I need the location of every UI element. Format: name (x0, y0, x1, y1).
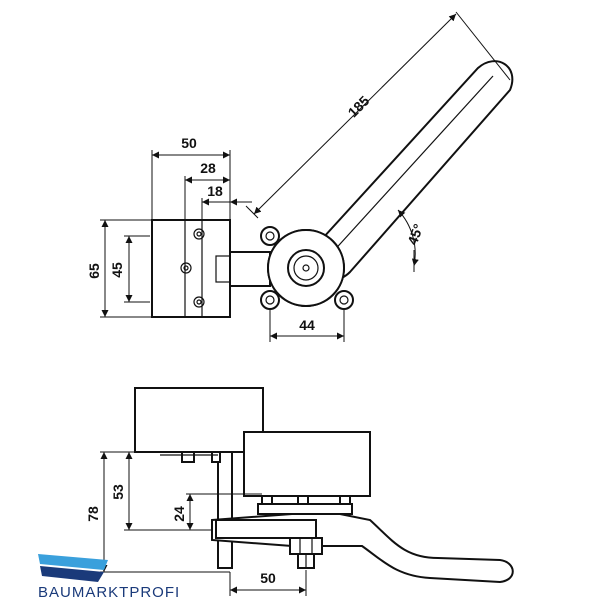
dim-height-small-side: 24 (171, 493, 262, 531)
dim-arm-length-label: 185 (345, 92, 373, 120)
side-flange (257, 503, 353, 515)
screws (261, 495, 351, 505)
dim-width-mid: 28 (184, 160, 230, 220)
dim-height-total-label: 65 (86, 263, 102, 279)
dim-width-total: 50 (151, 135, 231, 220)
dim-height-holes-label: 45 (109, 262, 125, 278)
brand-logo: BAUMARKTPROFI (38, 554, 180, 600)
mounting-plate (151, 219, 231, 318)
dim-width-small: 18 (201, 183, 252, 220)
dim-width-small-label: 18 (207, 183, 223, 199)
dim-height-total-side: 78 (85, 451, 230, 573)
side-lever (211, 513, 514, 584)
dim-offset-side-label: 50 (260, 570, 276, 586)
logo-swoosh-light (38, 554, 108, 570)
dim-height-mid-side-label: 53 (110, 484, 126, 500)
dim-offset-side: 50 (229, 570, 307, 596)
side-view: 78 53 24 50 (85, 387, 514, 596)
dim-width-mid-label: 28 (200, 160, 216, 176)
dim-flange: 44 (269, 310, 345, 342)
logo-swoosh-dark (40, 566, 104, 582)
dim-height-small-side-label: 24 (171, 506, 187, 522)
brand-name: BAUMARKTPROFI (38, 584, 180, 600)
dim-angle: 45° (397, 209, 426, 272)
frame-block (134, 387, 264, 453)
lever-arm (311, 60, 514, 281)
top-view: 50 28 18 65 45 (86, 11, 514, 342)
flange (260, 226, 354, 310)
dim-width-total-label: 50 (181, 135, 197, 151)
dim-height-total-side-label: 78 (85, 506, 101, 522)
nut (289, 537, 323, 569)
dim-height-total: 65 (86, 219, 152, 318)
door-block (243, 431, 371, 497)
shaft (215, 251, 271, 287)
dim-height-holes: 45 (109, 235, 150, 303)
dim-height-mid-side: 53 (110, 451, 212, 531)
dim-flange-label: 44 (299, 317, 315, 333)
dim-angle-label: 45° (404, 222, 426, 247)
